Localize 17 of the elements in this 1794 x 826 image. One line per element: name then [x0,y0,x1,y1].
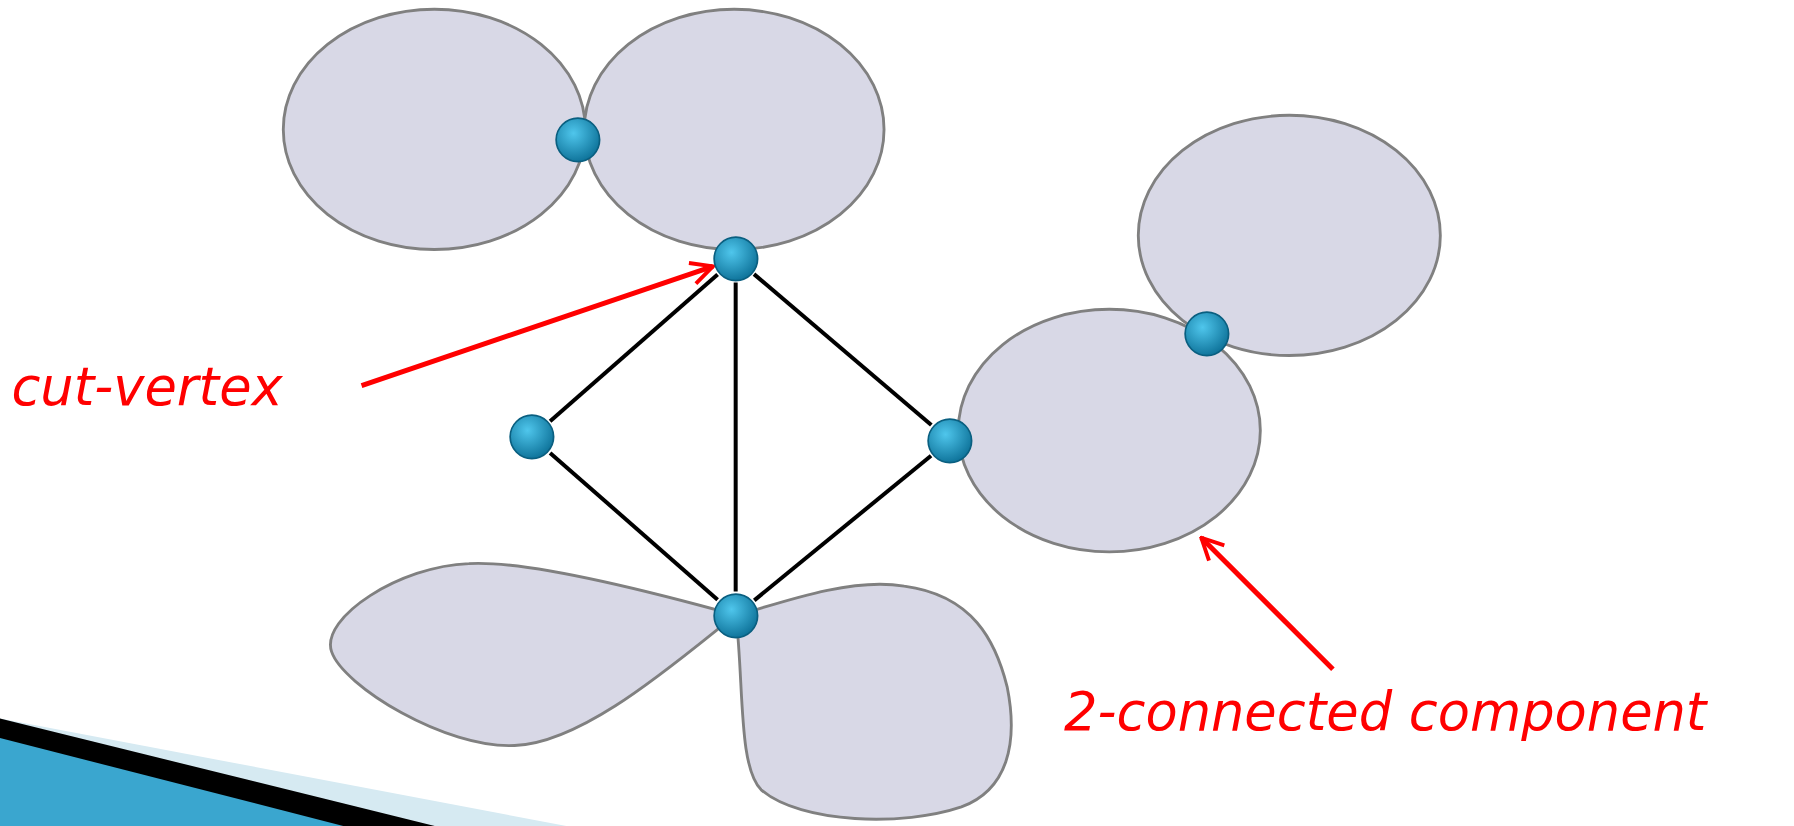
component-blob [956,306,1264,554]
vertex-dot [926,417,973,464]
component-blob [1136,113,1443,359]
callout-text: 2-connected component [1064,681,1707,743]
leader-arrow [360,261,715,388]
graph-edge [753,454,933,602]
vertex-dot [509,414,555,460]
vertex-dot [554,116,601,163]
graph-edge [752,272,933,427]
leader-arrow [1199,535,1335,672]
callout-text: cut-vertex [11,356,283,418]
graph-edge [548,451,719,602]
component-blob [582,6,887,252]
graph-edge [548,272,719,423]
vertex-dot [712,235,759,282]
graph-edge [733,282,738,592]
vertex-dot [712,592,759,639]
